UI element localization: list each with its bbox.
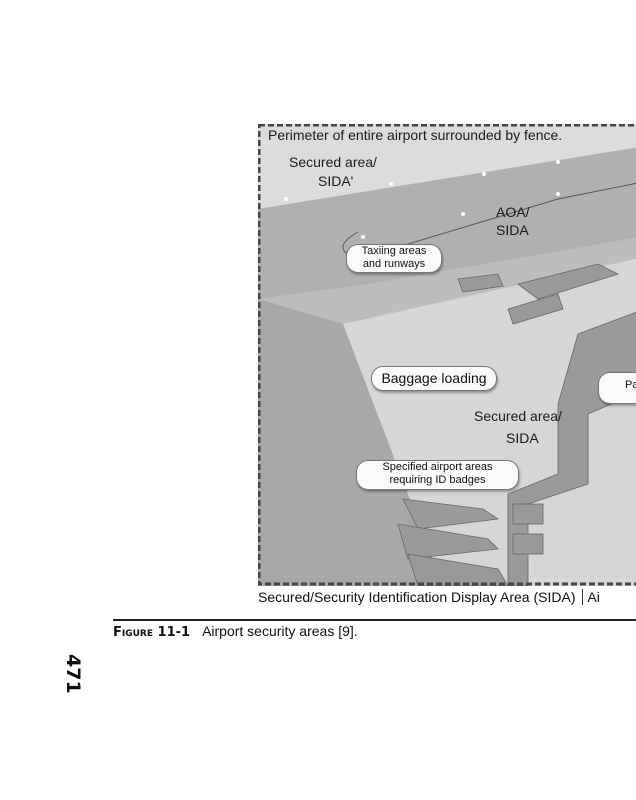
aoa-label-line2: SIDA [496, 222, 529, 238]
specified-areas-bubble: Specified airport areas requiring ID bad… [356, 460, 519, 490]
figure-number: Figure 11-1 [113, 625, 191, 640]
figure-bottom-label: Secured/Security Identification Display … [258, 589, 600, 605]
secured-area-top-line1: Secured area/ [289, 154, 377, 170]
passenger-bubble: Pa [598, 372, 636, 404]
figure-caption: Figure 11-1 Airport security areas [9]. [113, 623, 358, 640]
caption-rule [113, 619, 636, 621]
secured-area-top-line2: SIDA' [318, 173, 354, 189]
taxiing-bubble: Taxiing areas and runways [346, 244, 442, 273]
secured-area-mid-line2: SIDA [506, 430, 539, 446]
taxiing-bubble-line1: Taxiing areas [361, 245, 427, 257]
specified-bubble-line1: Specified airport areas [382, 461, 493, 473]
aoa-label-line1: AOA/ [496, 204, 530, 220]
caption-text: Airport security areas [9]. [202, 623, 358, 639]
taxiing-bubble-line2: and runways [362, 258, 426, 270]
perimeter-label: Perimeter of entire airport surrounded b… [268, 127, 563, 143]
secured-area-mid-line1: Secured area/ [474, 408, 562, 424]
sida-label: Secured/Security Identification Display … [258, 589, 576, 605]
specified-bubble-line2: requiring ID badges [389, 474, 486, 486]
page-number: 471 [62, 654, 84, 694]
airport-illustration [258, 124, 636, 586]
baggage-bubble: Baggage loading [371, 366, 497, 391]
airport-security-figure: Perimeter of entire airport surrounded b… [258, 124, 636, 586]
aoa-bottom-label: Ai [582, 589, 600, 605]
